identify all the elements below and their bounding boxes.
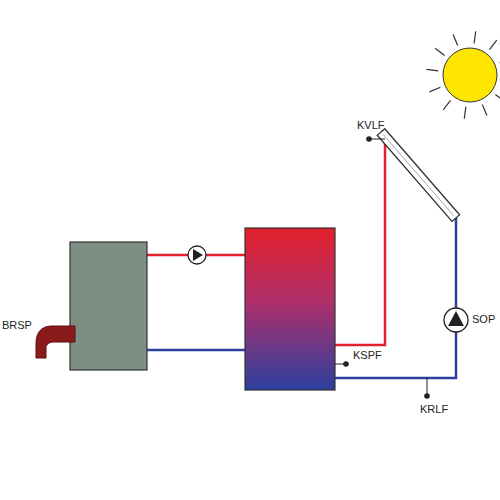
burner xyxy=(36,326,75,358)
sun-ray xyxy=(464,107,466,119)
solar-pump xyxy=(444,308,468,332)
pump-triangle xyxy=(448,311,464,326)
pump-label: SOP xyxy=(472,314,495,325)
pump-triangle xyxy=(193,249,203,261)
sensor-dot xyxy=(424,393,430,399)
sensor-label: KRLF xyxy=(420,404,448,415)
burner-label: BRSP xyxy=(2,320,32,331)
sun-disc xyxy=(443,48,497,102)
sensor-dot xyxy=(343,361,349,367)
sun-ray xyxy=(429,87,440,92)
sensor-label: KVLF xyxy=(357,120,385,131)
sun-ray xyxy=(495,95,500,102)
return-pipe xyxy=(147,349,245,352)
solar-return-pipe xyxy=(335,212,456,378)
boiler-pump xyxy=(188,246,206,264)
sensor-label: KSPF xyxy=(353,350,382,361)
boiler xyxy=(70,242,147,370)
storage-tank xyxy=(245,228,335,390)
sensor-dot xyxy=(366,136,372,142)
sun-ray xyxy=(482,105,487,116)
sun-ray xyxy=(453,34,458,45)
sun xyxy=(426,31,500,118)
sun-ray xyxy=(474,31,476,43)
sun-ray xyxy=(443,100,450,110)
sun-ray xyxy=(435,48,445,55)
solar-flow-pipe xyxy=(335,140,385,345)
sun-ray xyxy=(490,40,497,50)
solar-collector xyxy=(377,129,459,222)
sun-ray xyxy=(426,69,438,71)
